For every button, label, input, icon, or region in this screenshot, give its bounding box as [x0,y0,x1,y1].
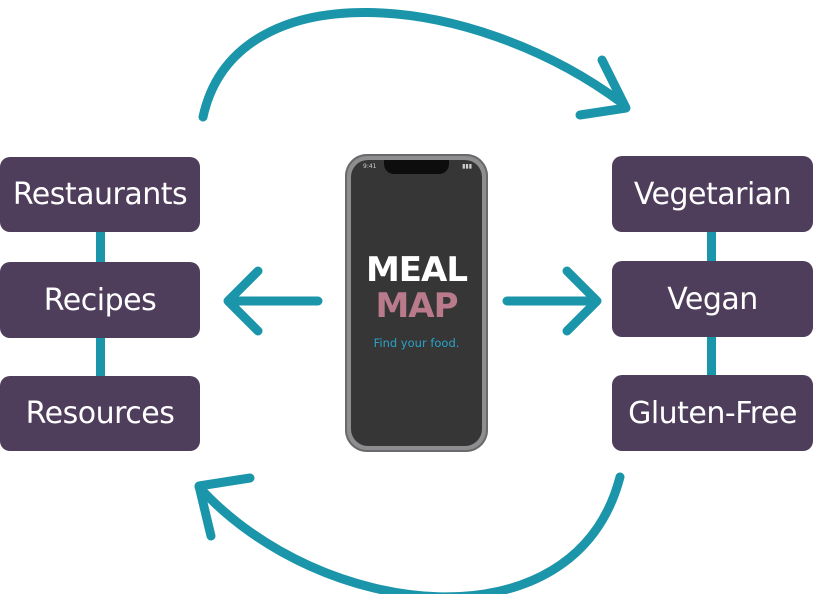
right-connector-bottom [707,335,716,377]
status-time: 9:41 [363,163,377,170]
left-connector-top [96,230,105,264]
status-icons: ▮▮▮ [462,163,472,170]
box-vegan: Vegan [612,261,813,337]
phone-notch [384,160,449,174]
phone-screen: 9:41 ▮▮▮ MEAL MAP Find your food. [351,160,482,446]
left-connector-bottom [96,338,105,378]
logo-map: MAP [375,286,458,326]
phone: 9:41 ▮▮▮ MEAL MAP Find your food. [345,154,488,452]
box-gluten-free: Gluten-Free [612,375,813,451]
curved-arrow-top-icon [198,8,627,122]
curved-arrow-bottom-icon [194,472,625,594]
box-resources: Resources [0,376,200,451]
box-vegetarian: Vegetarian [612,156,813,232]
logo-meal: MEAL [365,250,468,290]
tagline: Find your food. [373,336,460,350]
box-restaurants: Restaurants [0,157,200,232]
box-recipes: Recipes [0,262,200,338]
curved-arrow-bottom-head-icon [194,473,255,541]
arrow-left-icon [223,266,323,336]
curved-arrow-top-head-icon [575,55,631,120]
arrow-right-icon [502,266,602,336]
right-connector-top [707,230,716,264]
